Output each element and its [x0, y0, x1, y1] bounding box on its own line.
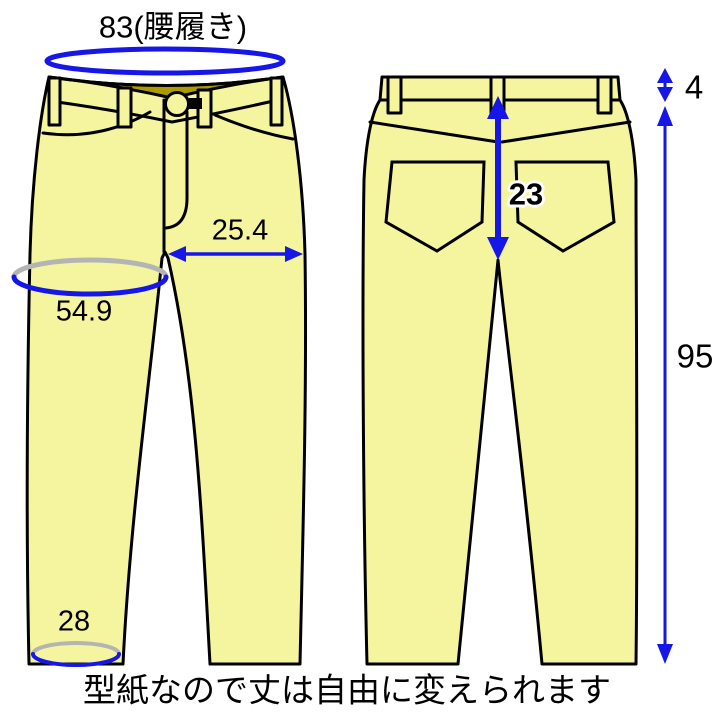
hem-measurement-label: 28 [57, 605, 91, 638]
front-pants [25, 75, 308, 666]
front-button-hole [189, 98, 202, 109]
front-pocket-right-curve [213, 113, 295, 141]
front-belt-loop-side-right [269, 76, 284, 127]
front-belt-loop-left [116, 86, 133, 129]
front-pocket-left-curve [41, 110, 152, 137]
thigh-ellipse-front-half [11, 274, 169, 297]
length-measurement-label: 95 [676, 337, 714, 375]
waist-ellipse [44, 46, 286, 76]
ankle-ellipse-front-half [31, 652, 121, 667]
crotch-width-arrow [168, 246, 303, 262]
front-fly-stitch [164, 110, 189, 230]
front-waistband-inside [47, 75, 285, 100]
back-rise-arrow [487, 96, 509, 260]
measurement-marks [11, 46, 673, 667]
back-rise-label: 23 [508, 176, 544, 212]
length-arrow [657, 106, 673, 664]
back-pants [361, 75, 639, 666]
thigh-ellipse-back-half [11, 257, 169, 280]
back-belt-loop-right [596, 75, 613, 115]
back-pocket-left [384, 160, 486, 253]
front-belt-loop-side-left [47, 76, 62, 127]
thigh-measurement-label: 54.9 [55, 295, 113, 328]
ankle-ellipse-back-half [31, 641, 121, 656]
waistband-height-label: 4 [684, 68, 704, 106]
waistband-height-arrow [657, 68, 673, 102]
back-belt-loop-left [386, 75, 403, 115]
back-pants-body [361, 98, 639, 666]
back-pocket-right [514, 160, 616, 253]
waist-measurement-label: 83(腰履き) [98, 9, 248, 45]
front-button [164, 91, 190, 117]
front-waistband-bottom-line [48, 97, 284, 124]
pattern-note-caption: 型紙なので丈は自由に変えられます [83, 671, 611, 709]
crotch-width-label: 25.4 [211, 214, 269, 247]
front-pants-body [25, 75, 308, 666]
back-yoke-left [368, 120, 500, 144]
back-yoke-right [500, 120, 632, 144]
